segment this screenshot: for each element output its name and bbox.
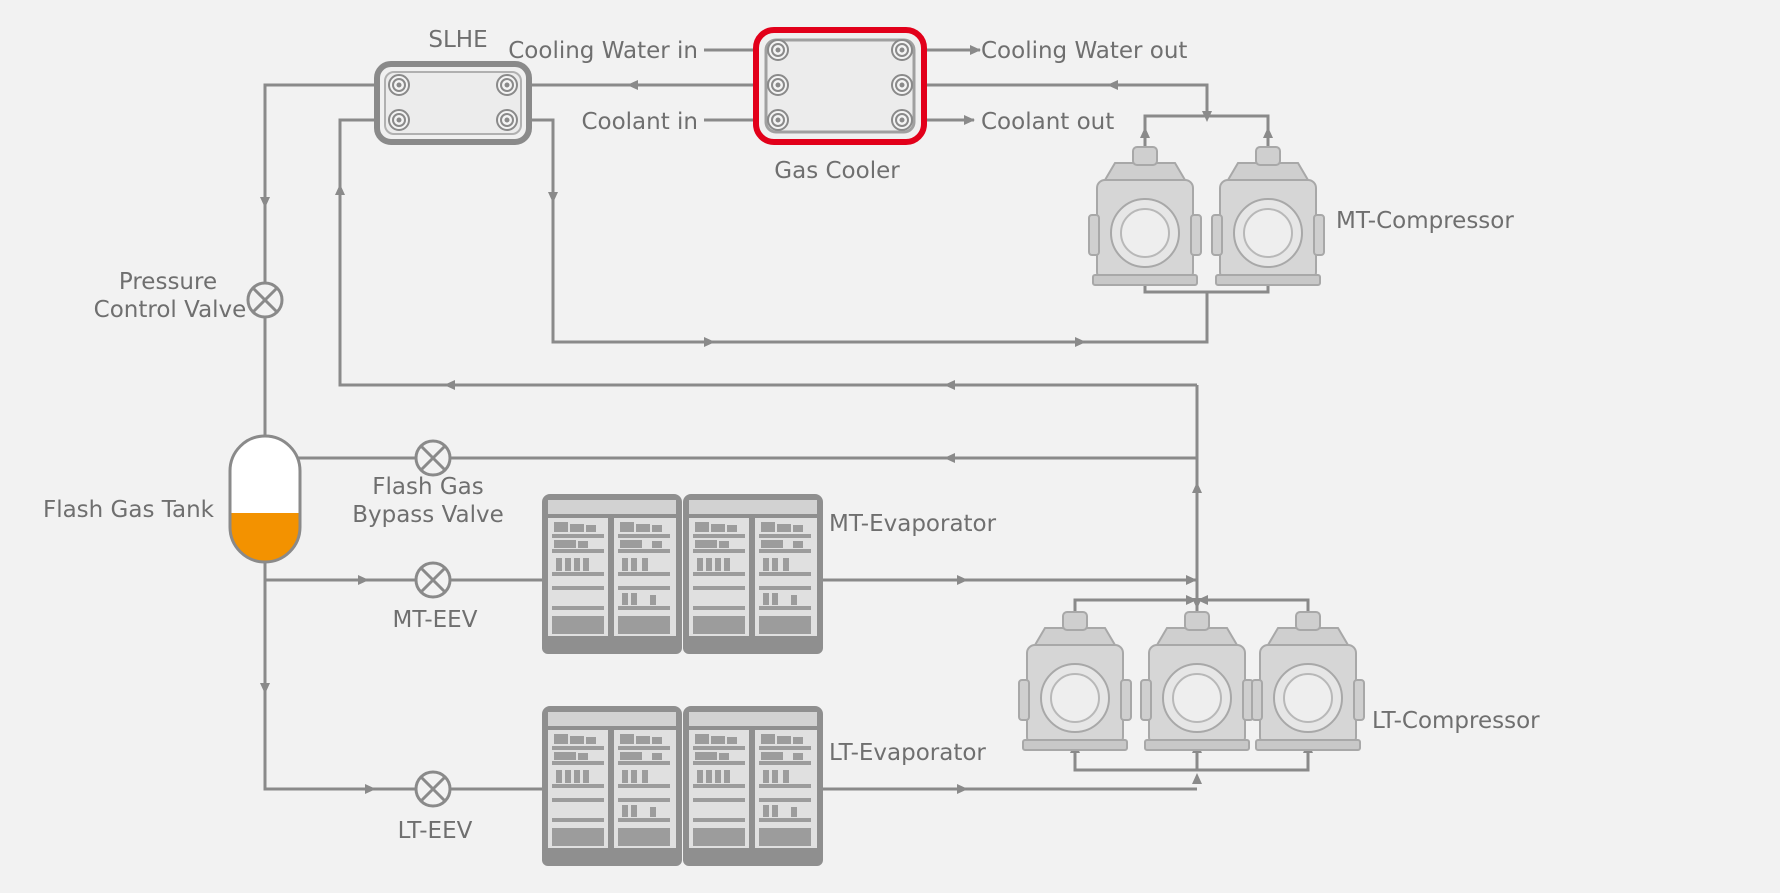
mt-evaporator-cabinet-icon: [683, 494, 823, 654]
flash-gas-bypass-valve-icon: [414, 439, 452, 477]
mt-evaporator-label: MT-Evaporator: [829, 511, 997, 537]
fgbv-label-line2: Bypass Valve: [352, 502, 504, 528]
slhe-port-icon: [496, 74, 518, 96]
lt-compressor-icon: [1018, 611, 1132, 751]
gas-cooler-port-icon: [767, 74, 789, 96]
lt-eev-label: LT-EEV: [398, 818, 473, 844]
cooling-water-out-label: Cooling Water out: [981, 38, 1187, 64]
flash-gas-tank-label: Flash Gas Tank: [43, 497, 215, 523]
slhe-heat-exchanger: [374, 61, 532, 145]
flash-gas-tank: [228, 434, 302, 564]
lt-evaporator-cabinet-icon: [683, 706, 823, 866]
gas-cooler-port-icon: [891, 109, 913, 131]
pcv-label-line2: Control Valve: [94, 297, 247, 323]
mt-evaporator-cabinet-icon: [542, 494, 682, 654]
lt-eev-icon: [414, 770, 452, 808]
gas-cooler-port-icon: [891, 74, 913, 96]
mt-compressor-label: MT-Compressor: [1336, 208, 1514, 234]
fgbv-label-line1: Flash Gas: [372, 474, 484, 500]
slhe-port-icon: [388, 74, 410, 96]
pcv-label-line1: Pressure: [119, 269, 217, 295]
coolant-in-label: Coolant in: [581, 109, 698, 135]
lt-evaporator-cabinet-icon: [542, 706, 682, 866]
mt-compressor-icon: [1211, 146, 1325, 286]
slhe-port-icon: [496, 109, 518, 131]
lt-compressor-label: LT-Compressor: [1372, 708, 1540, 734]
mt-compressor-icon: [1088, 146, 1202, 286]
gas-cooler-port-icon: [891, 39, 913, 61]
slhe-label: SLHE: [428, 27, 487, 53]
gas-cooler-port-icon: [767, 109, 789, 131]
gas-cooler-port-icon: [767, 39, 789, 61]
pressure-control-valve-icon: [246, 281, 284, 319]
lt-evaporator-label: LT-Evaporator: [829, 740, 986, 766]
cooling-water-in-label: Cooling Water in: [508, 38, 698, 64]
lt-compressor-icon: [1251, 611, 1365, 751]
lt-compressor-icon: [1140, 611, 1254, 751]
mt-eev-label: MT-EEV: [393, 607, 478, 633]
gas-cooler: [753, 27, 927, 145]
slhe-port-icon: [388, 109, 410, 131]
coolant-out-label: Coolant out: [981, 109, 1114, 135]
gas-cooler-label: Gas Cooler: [774, 158, 900, 184]
mt-eev-icon: [414, 561, 452, 599]
